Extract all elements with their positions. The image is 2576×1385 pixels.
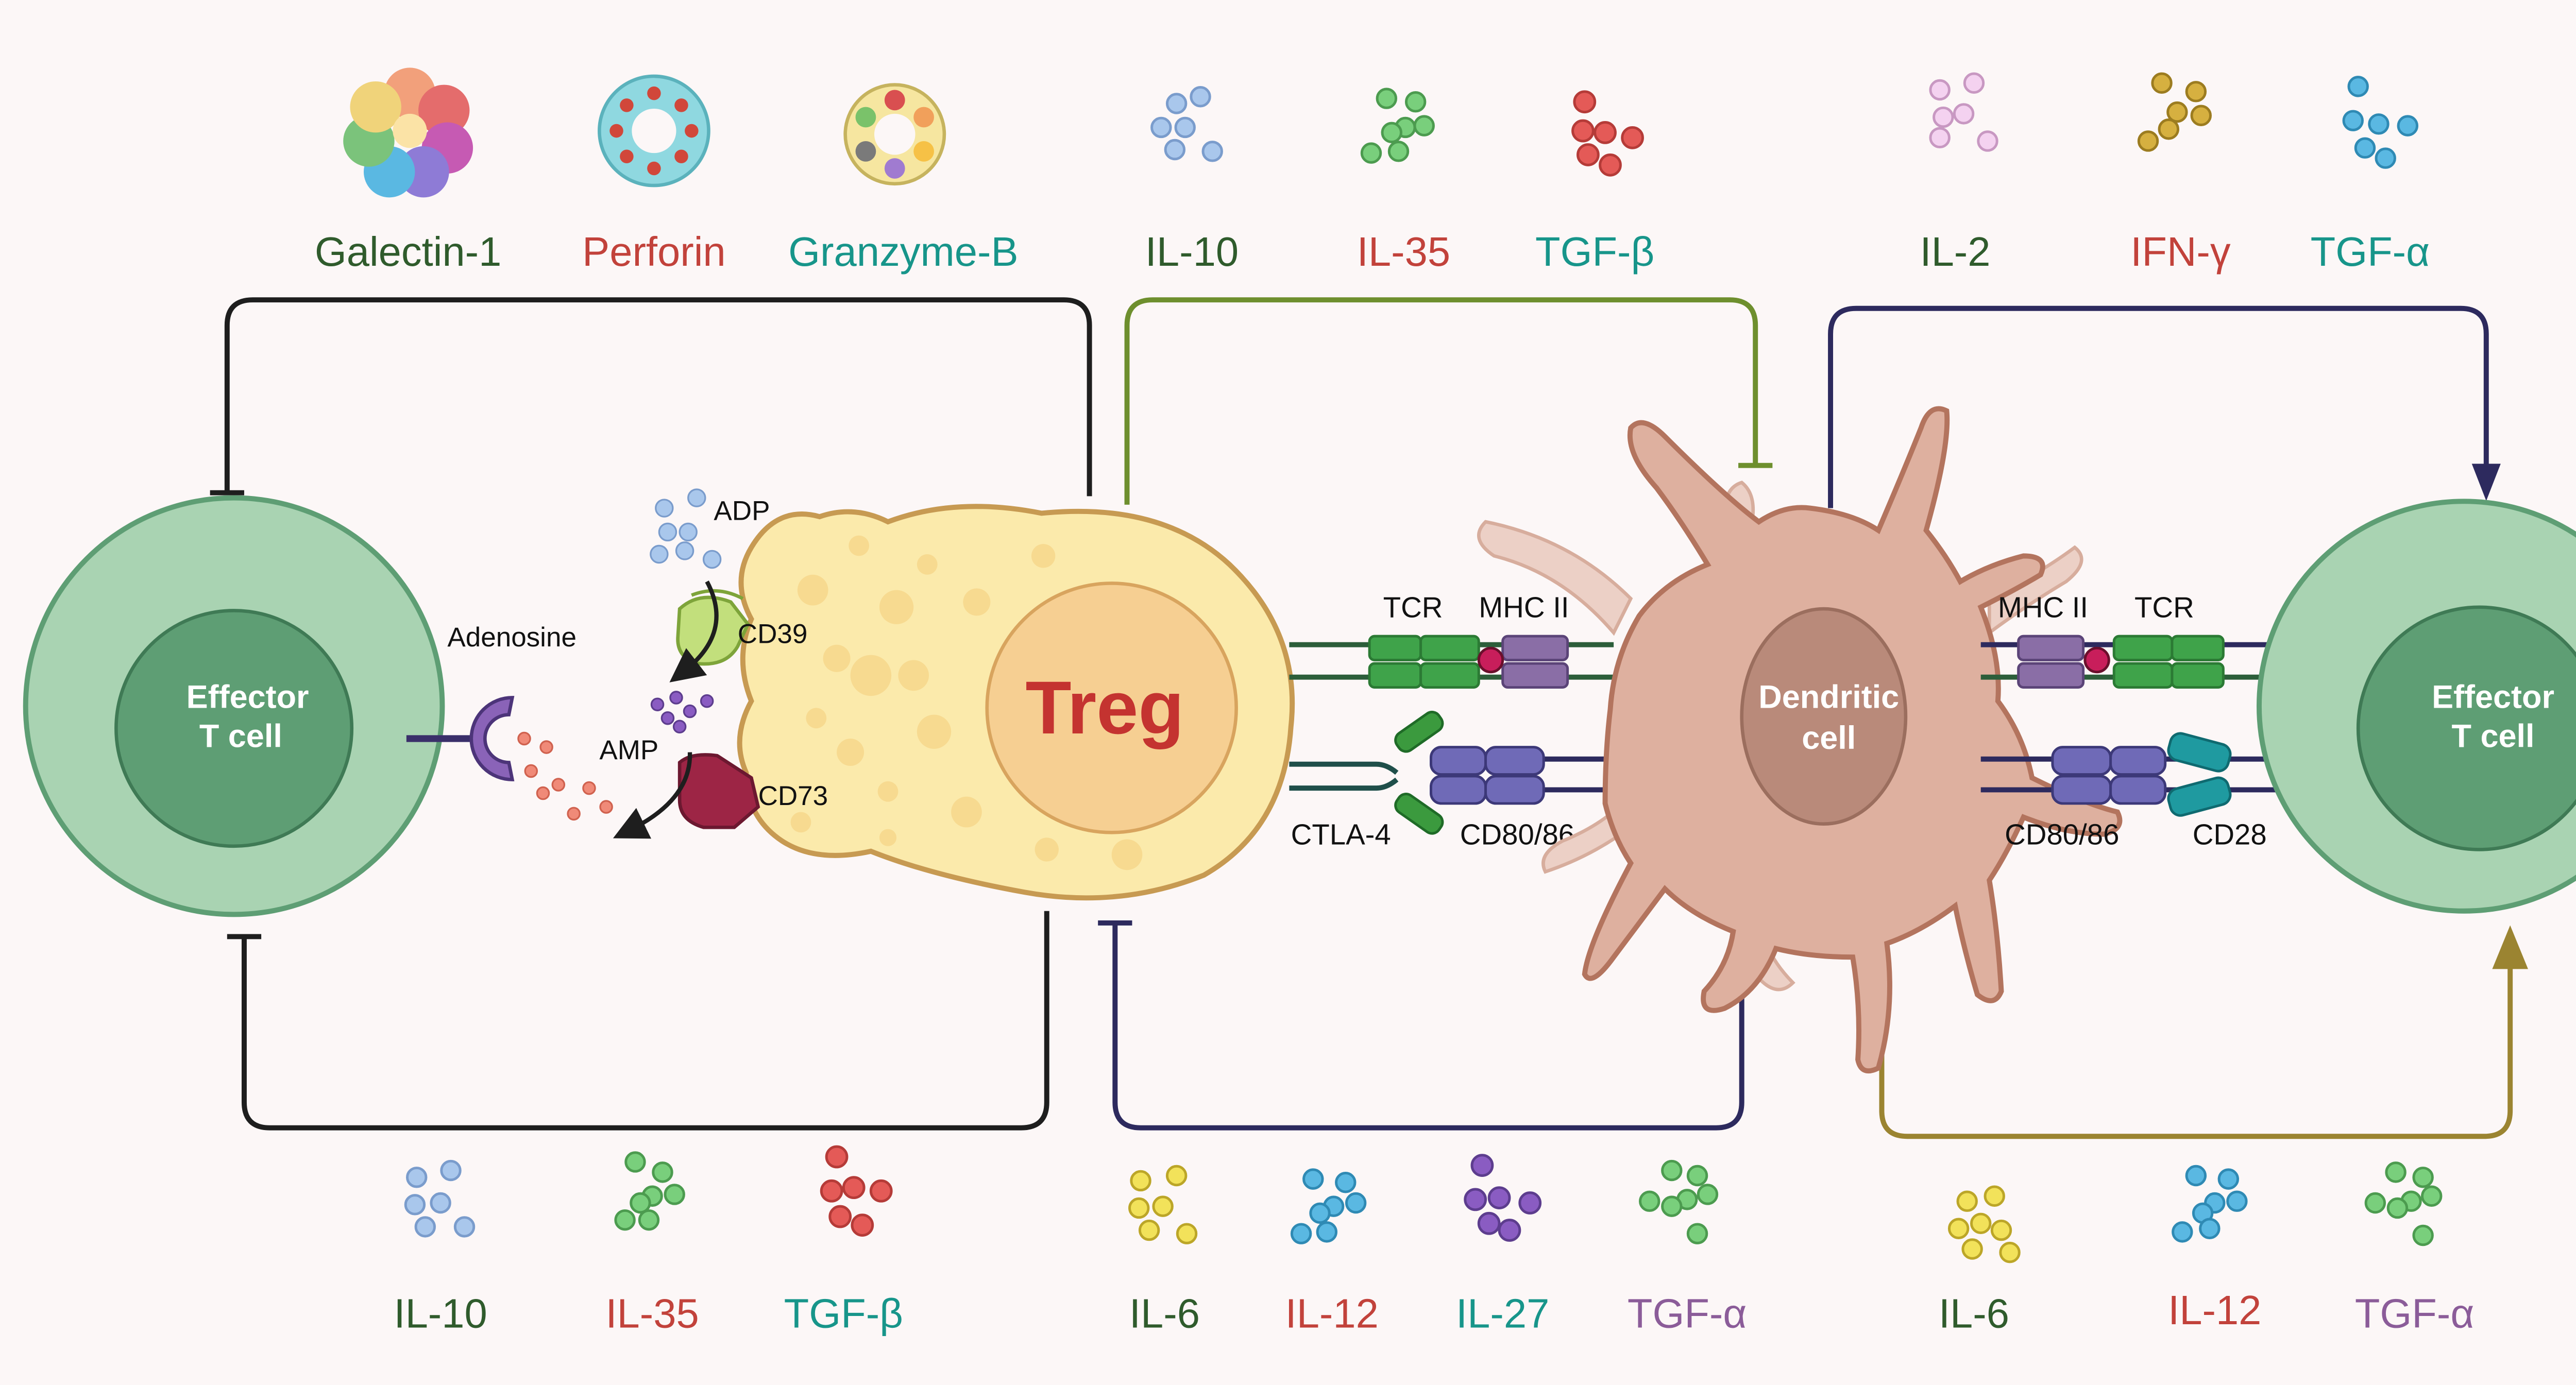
perforin-icon (598, 74, 710, 187)
il-12-bottom-label: IL-12 (1285, 1290, 1379, 1336)
ctla4-label: CTLA-4 (1291, 818, 1391, 850)
cd8086-right (2051, 746, 2167, 805)
activate-line-top-right (1828, 305, 2489, 508)
inhibit-line-bottom-left (241, 911, 1049, 1131)
perforin-label: Perforin (582, 229, 725, 275)
galectin-1-label: Galectin-1 (315, 229, 501, 275)
antigen-peptide-left (1477, 646, 1504, 674)
il-6-bottom-icon (1128, 1165, 1198, 1244)
dendritic-nucleus (1740, 607, 1908, 826)
adenosine-molecules (517, 731, 613, 821)
il-12-bottom-icon (1290, 1168, 1367, 1244)
il-2-top-icon (1929, 72, 1998, 152)
cd8086-right-label: CD80/86 (2005, 818, 2119, 850)
il-35-bottom-label: IL-35 (605, 1290, 699, 1336)
il-6-bottom-label: IL-6 (1129, 1290, 1200, 1336)
cd8086-left (1429, 746, 1545, 805)
il-10-top-icon (1150, 86, 1223, 162)
arrowhead-top-right (2471, 464, 2501, 501)
adenosine-label: Adenosine (447, 622, 577, 653)
effector-right-label-line2: T cell (2452, 719, 2535, 755)
tcr-left (1368, 635, 1480, 689)
tcr-right (2112, 635, 2225, 689)
tgf-alpha-top-label: TGF-α (2311, 229, 2430, 275)
il-27-bottom-icon (1464, 1154, 1542, 1242)
cd39-label: CD39 (738, 619, 808, 649)
il-6-bottom-right-icon (1947, 1185, 2021, 1263)
granzyme-b-icon (843, 83, 946, 186)
tgf-beta-bottom-label: TGF-β (784, 1290, 903, 1336)
il-2-top-label: IL-2 (1920, 229, 1990, 275)
adp-label: ADP (714, 496, 770, 526)
mhc-right-label: MHC II (1998, 591, 2088, 624)
mhc-right (2017, 635, 2085, 689)
tgf-beta-top-label: TGF-β (1535, 229, 1654, 275)
treg-nucleus (985, 582, 1238, 834)
amp-to-adenosine-arrow (613, 752, 692, 839)
il-35-top-label: IL-35 (1357, 229, 1450, 275)
effector-left-label-line1: Effector (187, 679, 309, 715)
inhibit-line-top-left (224, 297, 1092, 497)
il-10-bottom-icon (404, 1159, 476, 1238)
dendritic-label-line2: cell (1802, 720, 1856, 756)
ifn-gamma-top-label: IFN-γ (2130, 229, 2231, 275)
cd73-label: CD73 (758, 781, 828, 811)
ifn-gamma-top-icon (2137, 72, 2212, 152)
mhc-left (1501, 635, 1569, 689)
amp-label: AMP (599, 735, 658, 765)
dendritic-label-line1: Dendritic (1758, 679, 1899, 715)
tcr-right-label: TCR (2134, 591, 2194, 624)
adp-molecules (650, 488, 722, 569)
treg-label: Treg (1025, 665, 1184, 749)
connector-lines (210, 297, 2528, 1139)
tgf-alpha-bottom-right-label: TGF-α (2355, 1290, 2475, 1336)
effector-t-cell-right: Effector T cell (2257, 499, 2576, 914)
inhibit-line-dc-treg (1112, 922, 1744, 1131)
adenosine-receptor (406, 696, 515, 781)
il-27-bottom-label: IL-27 (1456, 1290, 1549, 1336)
dendritic-cell: Dendritic cell (1477, 406, 2123, 1074)
il-10-top-label: IL-10 (1145, 229, 1239, 275)
tgf-beta-bottom-icon (820, 1145, 893, 1237)
il-12-bottom-right-icon (2172, 1165, 2248, 1243)
effector-right-label-line1: Effector (2432, 679, 2554, 715)
il-6-bottom-right-label: IL-6 (1939, 1290, 2009, 1336)
treg-dc-synapse (1289, 635, 1614, 835)
inhibit-line-treg-dc (1124, 297, 1758, 505)
tgf-alpha-bottom-label: TGF-α (1628, 1290, 1747, 1336)
dc-effector-synapse (1980, 635, 2280, 817)
galectin-1-icon (343, 67, 473, 198)
effector-left-label-line2: T cell (199, 719, 282, 755)
treg-cell: Treg (737, 504, 1295, 901)
tgf-alpha-top-icon (2342, 76, 2419, 169)
adp-to-amp-arrow (669, 580, 719, 682)
il-35-top-icon (1360, 88, 1435, 164)
mhc-left-label: MHC II (1479, 591, 1569, 624)
tgf-alpha-bottom-right-icon (2364, 1161, 2443, 1246)
cd28-label: CD28 (2193, 818, 2267, 850)
tgf-beta-top-icon (1571, 90, 1644, 177)
il-10-bottom-label: IL-10 (394, 1290, 487, 1336)
tgf-alpha-bottom-icon (1639, 1159, 1719, 1244)
amp-molecules (650, 691, 714, 734)
il-12-bottom-right-label: IL-12 (2168, 1287, 2261, 1333)
effector-t-cell-left: Effector T cell (23, 495, 445, 917)
il-35-bottom-icon (614, 1151, 685, 1231)
activate-line-bottom-right (1879, 965, 2513, 1139)
tcr-left-label: TCR (1383, 591, 1443, 624)
antigen-peptide-right (2083, 646, 2110, 674)
ctla4-receptor (1394, 710, 1444, 835)
cd28-receptor (2167, 732, 2232, 817)
granzyme-b-label: Granzyme-B (788, 229, 1018, 275)
arrowhead-bottom-right (2492, 925, 2528, 969)
